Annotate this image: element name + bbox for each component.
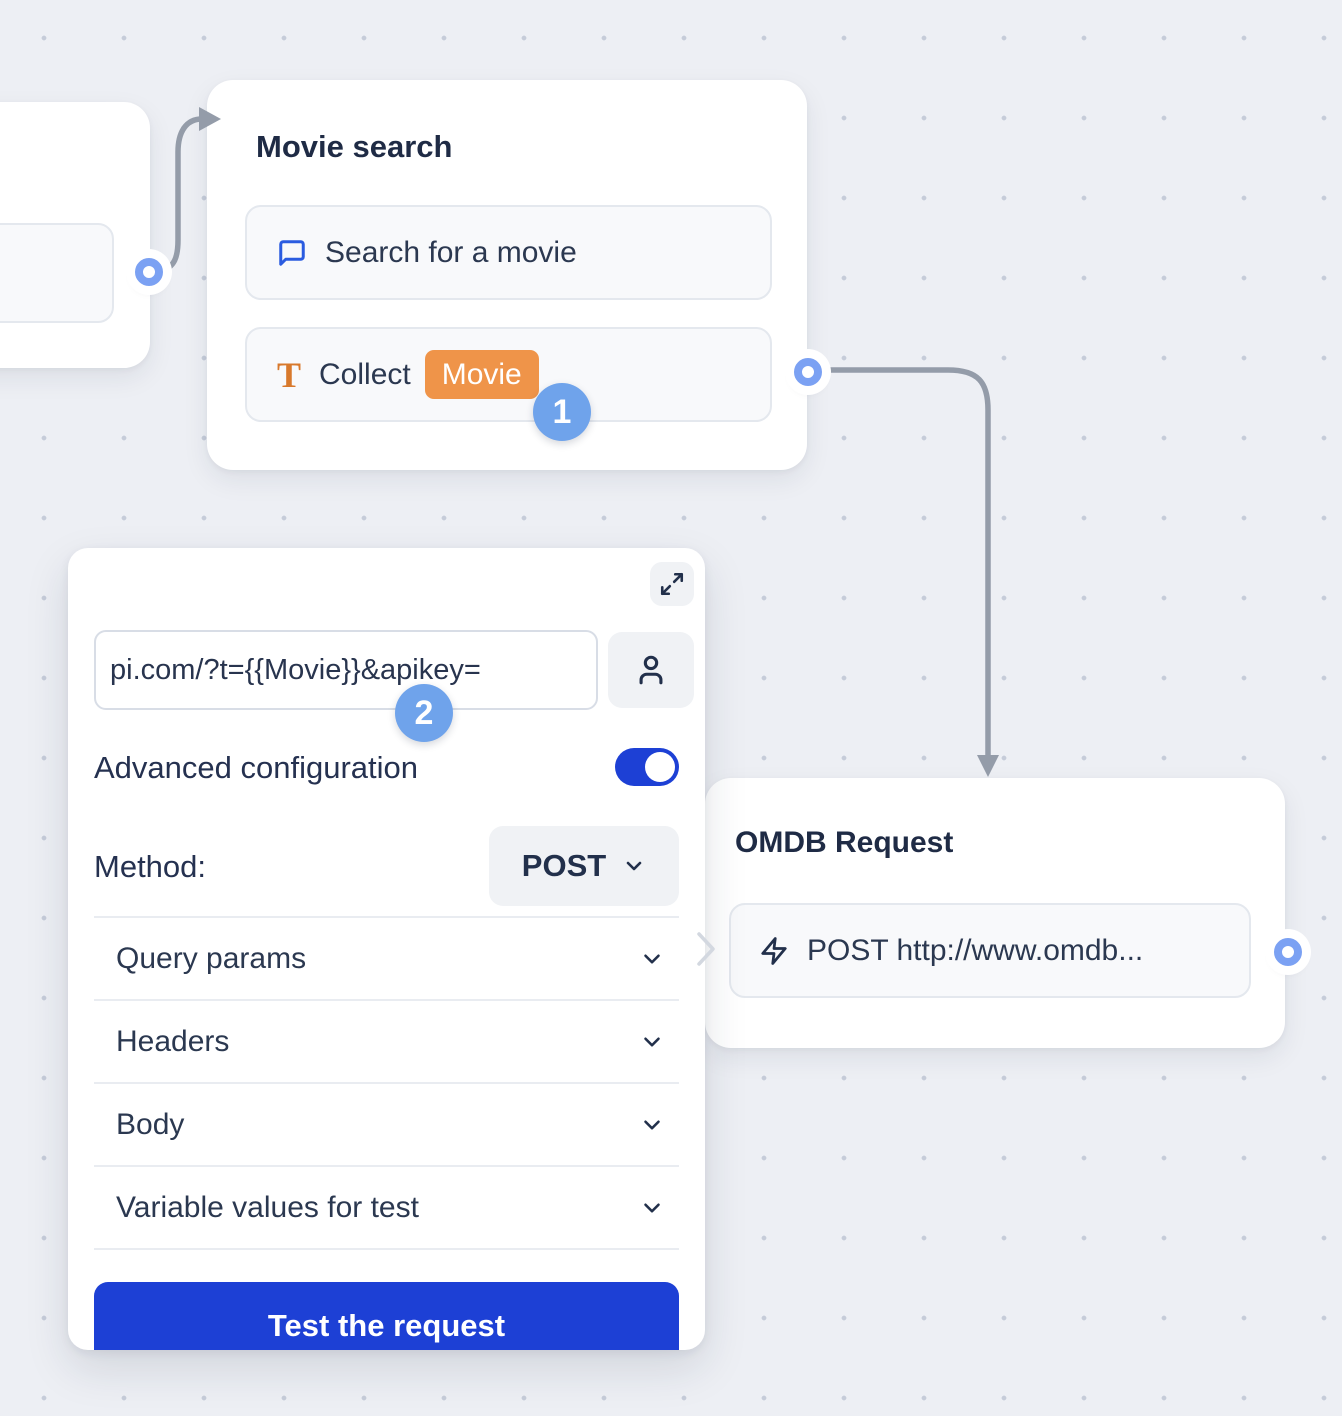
maximize-icon — [659, 571, 685, 597]
variable-insert-button[interactable] — [608, 632, 694, 708]
node-entry-caret-icon — [694, 930, 720, 973]
advanced-configuration-row: Advanced configuration — [94, 734, 679, 800]
url-input[interactable] — [94, 630, 598, 710]
section-body[interactable]: Body — [94, 1082, 679, 1165]
section-headers[interactable]: Headers — [94, 999, 679, 1082]
step-badge-1: 1 — [533, 383, 591, 441]
movie-search-collect-item[interactable]: T Collect Movie — [245, 327, 772, 422]
advanced-configuration-label: Advanced configuration — [94, 749, 419, 785]
collect-item-label-wrap: Collect Movie — [319, 349, 539, 400]
chevron-down-icon — [639, 946, 665, 972]
question-item-label: Search for a movie — [325, 235, 577, 269]
zap-icon — [759, 936, 789, 966]
method-value: POST — [521, 848, 607, 883]
partial-node-item[interactable] — [0, 223, 114, 323]
output-port-omdb-request[interactable] — [1274, 938, 1302, 966]
chevron-down-icon — [622, 854, 646, 878]
movie-variable-badge: Movie — [424, 349, 539, 400]
expand-panel-button[interactable] — [650, 562, 694, 606]
section-divider — [94, 1248, 679, 1250]
text-input-icon: T — [277, 354, 302, 395]
movie-search-question-item[interactable]: Search for a movie — [245, 205, 772, 300]
method-row: Method: POST — [94, 826, 679, 906]
chevron-down-icon — [639, 1195, 665, 1221]
section-variable-values[interactable]: Variable values for test — [94, 1165, 679, 1248]
partial-node-card[interactable] — [0, 102, 150, 368]
chevron-down-icon — [639, 1112, 665, 1138]
arrowhead-down-icon — [977, 755, 999, 777]
section-variable-values-label: Variable values for test — [116, 1190, 419, 1224]
omdb-request-node[interactable]: OMDB Request POST http://www.omdb... — [705, 778, 1285, 1048]
toggle-knob — [645, 752, 675, 782]
omdb-request-item-label: POST http://www.omdb... — [807, 933, 1144, 967]
section-query-params[interactable]: Query params — [94, 916, 679, 999]
section-body-label: Body — [116, 1107, 185, 1141]
step-badge-2: 2 — [395, 684, 453, 742]
omdb-request-item[interactable]: POST http://www.omdb... — [729, 903, 1251, 998]
movie-search-node-title: Movie search — [256, 129, 453, 164]
method-select[interactable]: POST — [489, 826, 679, 906]
connector-movie-search-to-omdb — [809, 367, 991, 761]
section-headers-label: Headers — [116, 1024, 230, 1058]
method-label: Method: — [94, 848, 207, 884]
chevron-down-icon — [639, 1029, 665, 1055]
collapsible-sections: Query params Headers Body — [94, 916, 679, 1250]
chat-bubble-icon — [277, 238, 307, 268]
user-icon — [634, 653, 668, 687]
output-port-partial-node[interactable] — [135, 258, 163, 286]
webhook-config-panel: Advanced configuration Method: POST Quer… — [68, 548, 705, 1350]
output-port-movie-search[interactable] — [794, 358, 822, 386]
collect-item-label: Collect — [319, 357, 411, 391]
test-request-button[interactable]: Test the request — [94, 1282, 679, 1350]
section-query-params-label: Query params — [116, 941, 307, 975]
connector-into-movie-search — [149, 116, 205, 275]
omdb-request-node-title: OMDB Request — [735, 826, 954, 859]
advanced-configuration-toggle[interactable] — [615, 748, 679, 786]
movie-search-node[interactable]: Movie search Search for a movie T Collec… — [207, 80, 807, 470]
